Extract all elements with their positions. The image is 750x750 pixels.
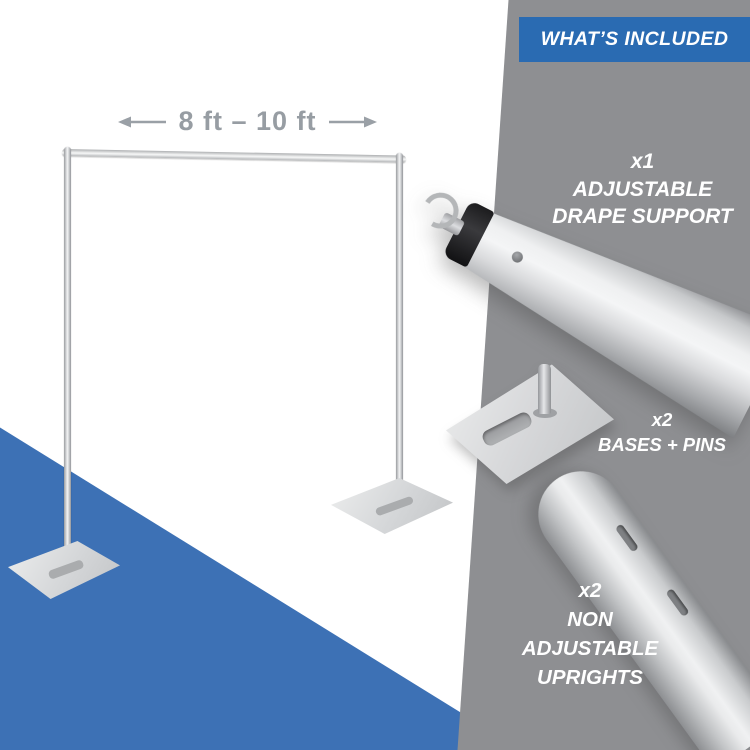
frame-right-base-plate	[331, 478, 453, 534]
base-pin	[538, 364, 552, 414]
whats-included-banner: WHAT’S INCLUDED	[519, 17, 750, 62]
item-line: DRAPE SUPPORT	[552, 205, 733, 229]
base-plate-slot	[47, 559, 85, 580]
whats-included-title: WHAT’S INCLUDED	[540, 28, 729, 50]
item-label-drape-support: x1 ADJUSTABLE DRAPE SUPPORT	[540, 148, 745, 231]
item-line: ADJUSTABLE	[572, 177, 713, 201]
item-line: UPRIGHTS	[537, 666, 643, 690]
frame-crossbar	[61, 149, 407, 163]
dimension-label: 8 ft – 10 ft	[178, 106, 317, 136]
item-label-bases-pins: x2 BASES + PINS	[592, 408, 732, 458]
item-line: BASES + PINS	[597, 433, 726, 455]
arrow-right-icon	[328, 116, 377, 127]
pole-slot	[614, 523, 639, 553]
base-plate-photo	[446, 362, 614, 484]
item-label-uprights: x2 NON ADJUSTABLE UPRIGHTS	[495, 576, 685, 692]
item-qty: x1	[630, 150, 655, 173]
base-plate-slot	[374, 495, 415, 517]
arrow-left-icon	[118, 116, 167, 127]
frame-left-upright	[64, 147, 71, 569]
item-line: NON	[567, 608, 613, 632]
item-line: ADJUSTABLE	[521, 637, 659, 661]
item-qty: x2	[578, 579, 602, 602]
frame-right-upright	[396, 153, 403, 510]
width-dimension: 8 ft – 10 ft	[100, 106, 395, 137]
item-qty: x2	[651, 409, 673, 430]
